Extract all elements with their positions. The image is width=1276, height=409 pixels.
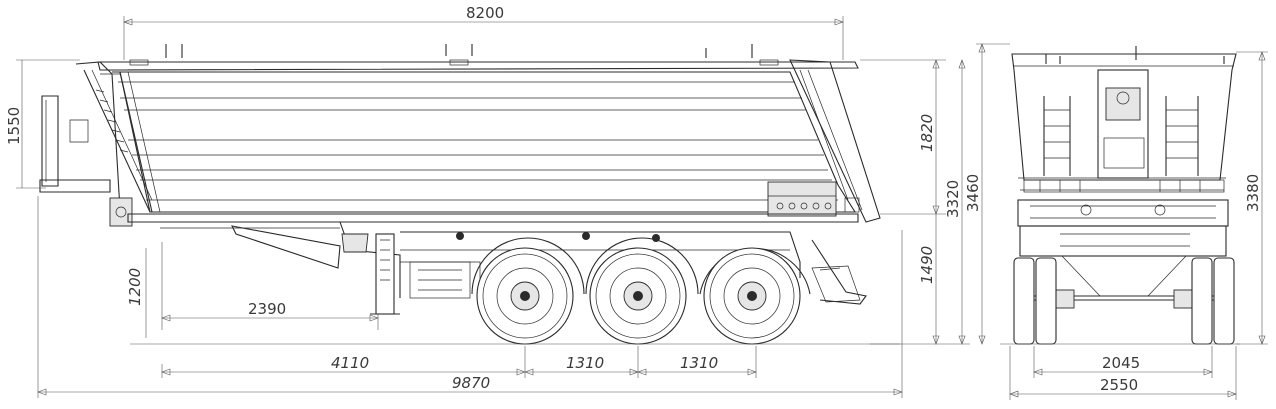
dim-9870: 9870 [452, 374, 490, 392]
dim-2550: 2550 [1100, 376, 1138, 394]
rear-wheel-right-inner [1191, 257, 1213, 345]
front-ladder [39, 61, 153, 227]
dim-8200: 8200 [466, 4, 504, 22]
rear-dimensions: 3460 3380 2045 2550 [964, 43, 1268, 400]
wheel-1 [471, 237, 585, 345]
dim-1490: 1490 [918, 246, 936, 284]
rear-wheel-left-outer [1013, 257, 1035, 345]
rear-view [1000, 46, 1240, 345]
dim-3380: 3380 [1244, 174, 1262, 212]
dim-3460: 3460 [964, 174, 982, 212]
chassis [127, 213, 867, 315]
dim-1550: 1550 [5, 107, 23, 145]
dim-2390: 2390 [248, 300, 286, 318]
rear-wheel-right-outer [1213, 257, 1235, 345]
side-dimensions: 8200 1550 1200 2390 4110 1310 1310 9870 … [5, 4, 970, 398]
wheel-2 [585, 237, 699, 345]
side-view [39, 44, 900, 345]
dim-1310-a: 1310 [566, 354, 604, 372]
wheel-3 [699, 247, 811, 345]
dim-1310-b: 1310 [680, 354, 718, 372]
dim-4110: 4110 [331, 354, 369, 372]
dim-1200: 1200 [126, 268, 144, 306]
dim-2045: 2045 [1102, 354, 1140, 372]
tipper-body [97, 44, 881, 223]
dim-1820: 1820 [918, 114, 936, 152]
dim-3320: 3320 [944, 180, 962, 218]
rear-wheel-left-inner [1035, 257, 1057, 345]
